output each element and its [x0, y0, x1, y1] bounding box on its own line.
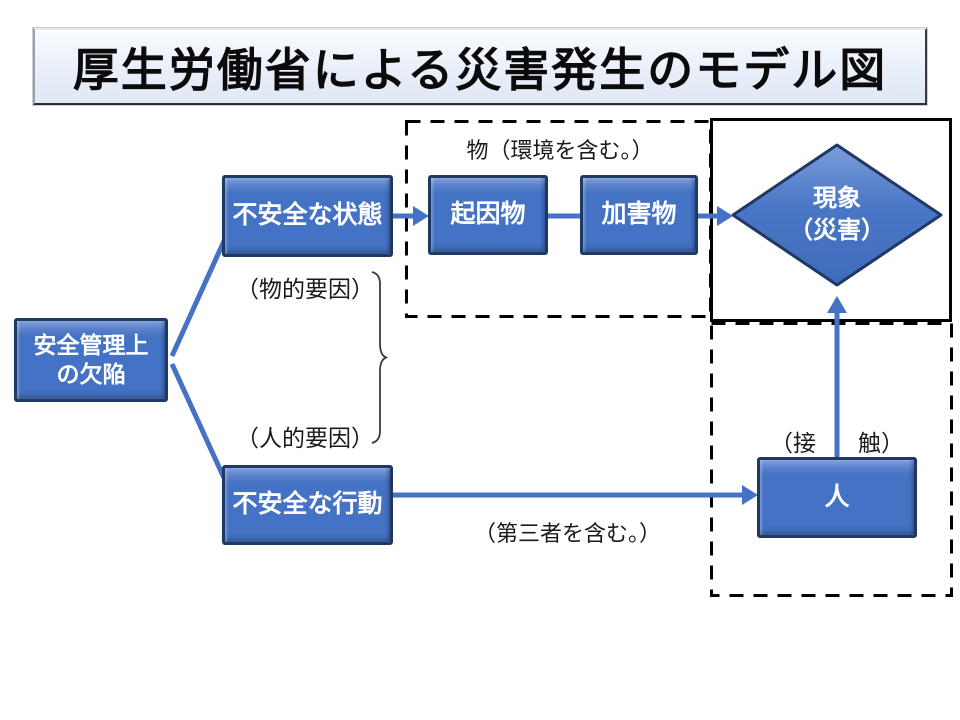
dashed-frame-things: [405, 120, 712, 318]
arrowhead-person-to-phenomenon: [827, 296, 847, 313]
annotation-including-third-party: （第三者を含む。）: [473, 521, 661, 546]
node-unsafe-state: 不安全な状態: [222, 175, 393, 257]
annotation-contact: （接 触）: [757, 424, 917, 458]
arrowhead-harm-to-phenomenon: [717, 206, 733, 226]
annotation-contact-left: （接: [770, 430, 816, 456]
annotation-contact-right: 触）: [858, 430, 904, 456]
arrowhead-state-to-cause: [413, 206, 429, 226]
phenomenon-diamond: [731, 143, 943, 287]
node-causal-object: 起因物: [428, 175, 548, 255]
annotation-things-including-environment: 物（環境を含む。）: [466, 138, 654, 163]
node-safety-management-defect: 安全管理上 の欠陥: [14, 318, 168, 402]
annotation-human-factor: （人的要因）: [236, 425, 374, 451]
node-harmful-object: 加害物: [580, 175, 698, 255]
page-title: 厚生労働省による災害発生のモデル図: [72, 43, 888, 96]
node-unsafe-act: 不安全な行動: [222, 465, 393, 545]
connector-defect-to-act: [169, 362, 227, 480]
solid-frame-phenomenon: [710, 118, 952, 322]
connector-defect-to-state: [169, 239, 227, 358]
title-panel: 厚生労働省による災害発生のモデル図: [33, 28, 927, 105]
node-phenomenon-label: 現象 （災害）: [789, 185, 885, 245]
node-person: 人: [757, 457, 917, 538]
factors-brace: [371, 271, 389, 444]
annotation-material-factor: （物的要因）: [236, 276, 374, 302]
arrowhead-act-to-person: [742, 485, 758, 505]
dashed-frame-person: [710, 322, 953, 597]
